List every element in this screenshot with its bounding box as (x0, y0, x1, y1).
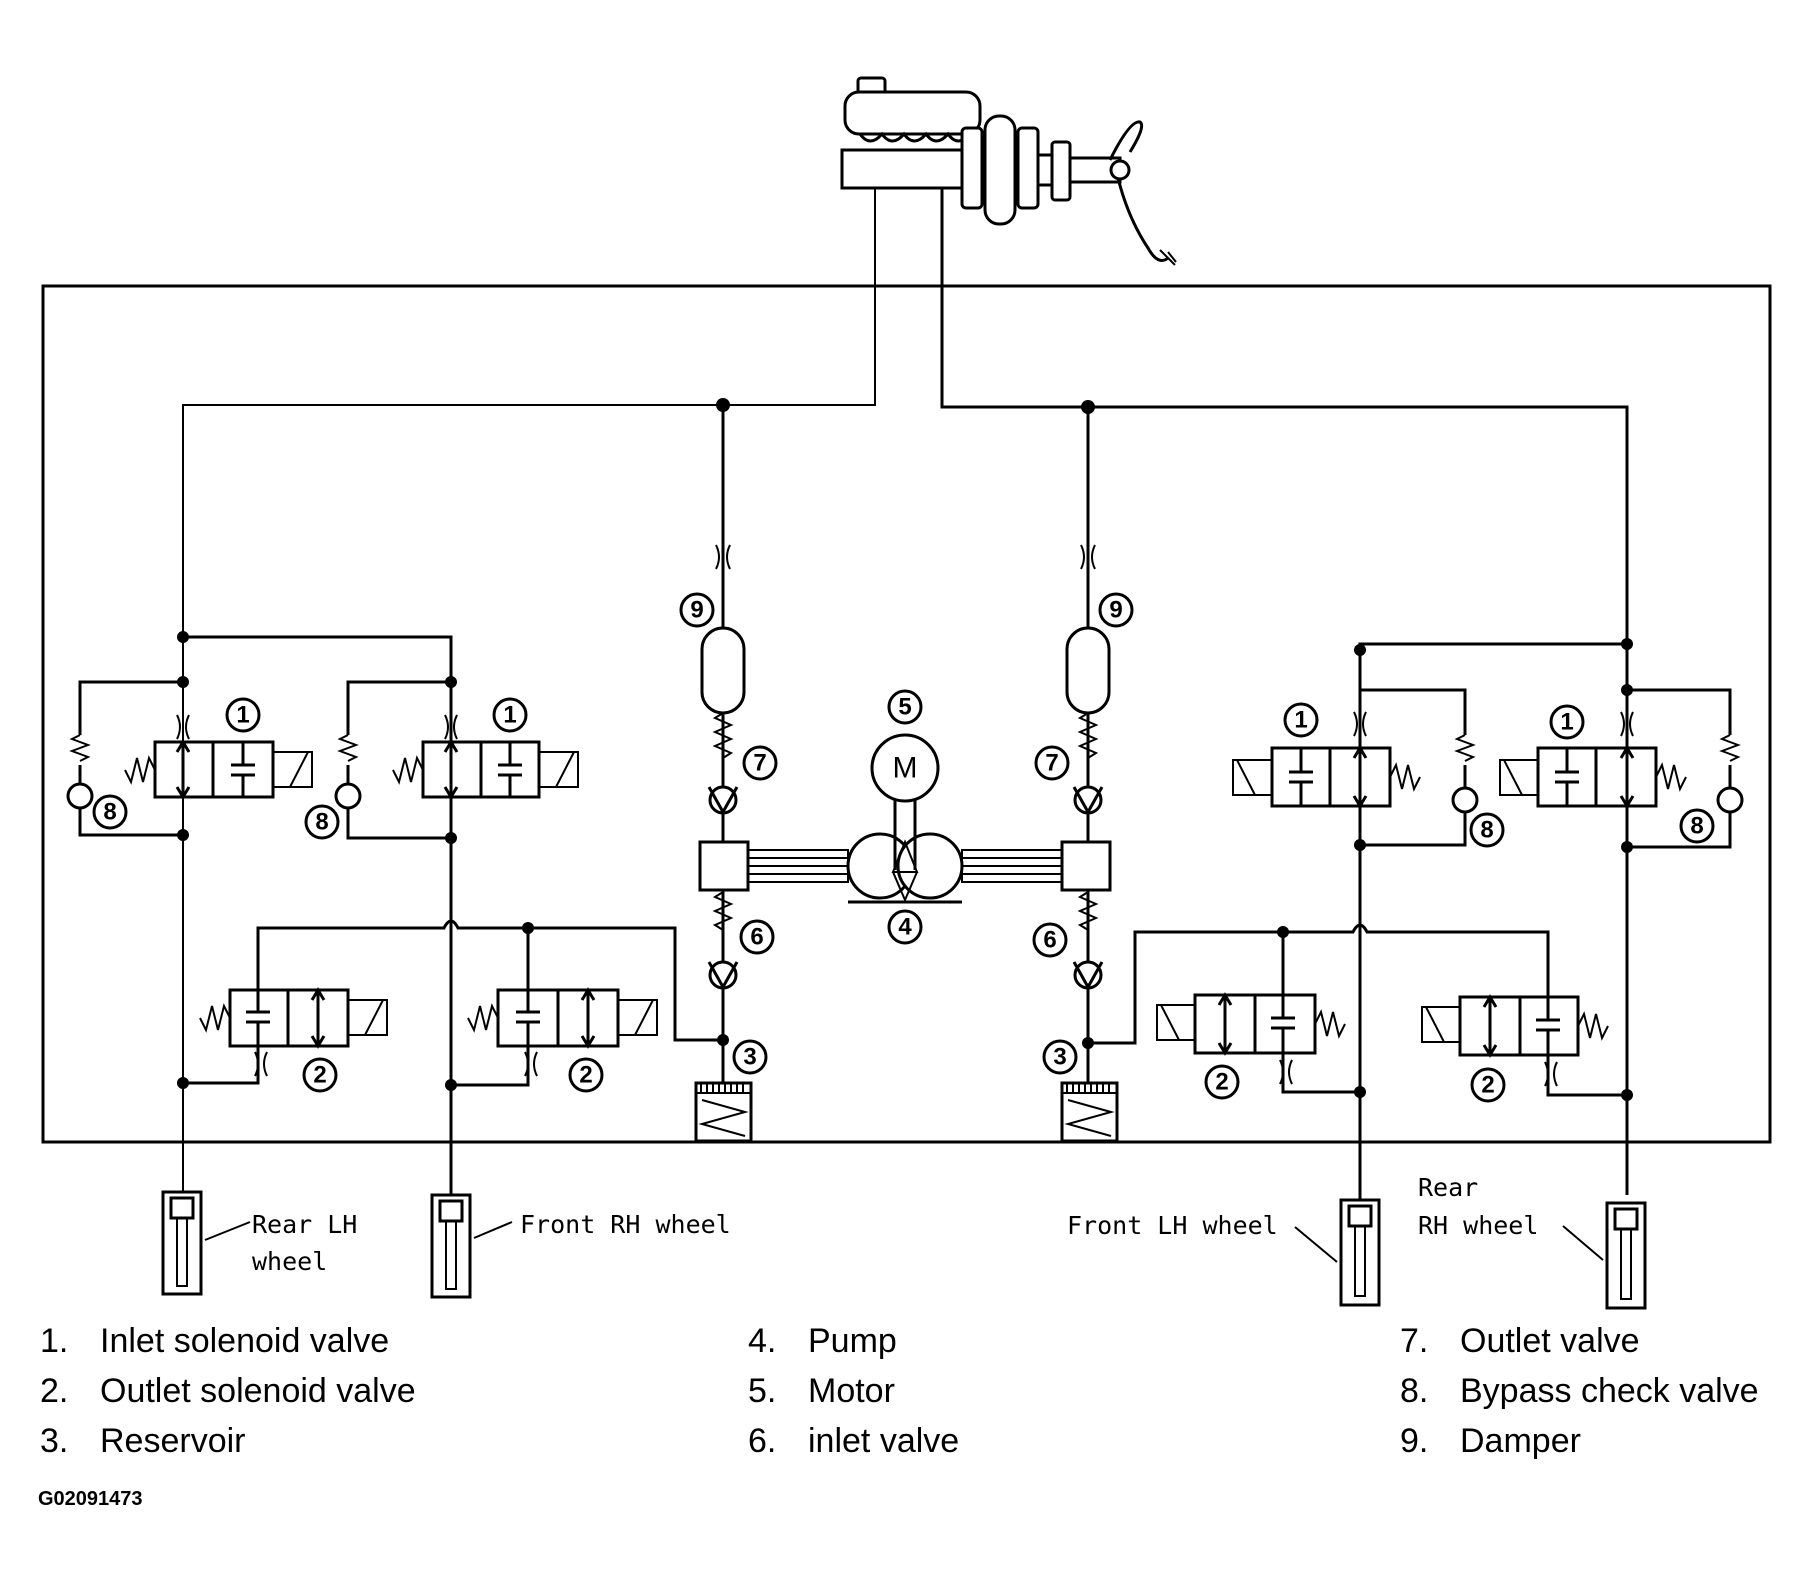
svg-text:6: 6 (1043, 927, 1056, 954)
marker-6-left: 6 (739, 919, 775, 955)
rear-rh-wheel-label-line1: Rear (1418, 1173, 1478, 1202)
marker-9-left: 9 (679, 592, 715, 628)
reservoirs (694, 1040, 1119, 1143)
marker-8-front-lh: 8 (1469, 812, 1505, 848)
legend-item: 2.Outlet solenoid valve (40, 1372, 416, 1410)
svg-text:7: 7 (1045, 750, 1058, 777)
legend-item: 7.Outlet valve (1400, 1322, 1640, 1360)
legend-item: 4.Pump (748, 1322, 897, 1360)
marker-8-rear-rh: 8 (1679, 808, 1715, 844)
legend-column-3: 7.Outlet valve 8.Bypass check valve 9.Da… (1400, 1316, 1759, 1466)
svg-text:2: 2 (313, 1062, 326, 1089)
front-lh-wheel-label: Front LH wheel (1067, 1211, 1278, 1240)
svg-text:2: 2 (1481, 1072, 1494, 1099)
bypass-check-valves (66, 680, 1744, 849)
inlet-solenoid-valve-rear-rh (1499, 711, 1687, 809)
svg-text:1: 1 (1294, 707, 1307, 734)
marker-4: 4 (887, 909, 923, 945)
svg-text:8: 8 (315, 809, 328, 836)
marker-1-front-rh: 1 (492, 697, 528, 733)
svg-text:6: 6 (750, 924, 763, 951)
master-cylinder-booster (840, 76, 1177, 266)
inlet-solenoid-valve-front-lh (1232, 711, 1421, 809)
inlet-solenoid-valve-rear-lh (124, 714, 313, 800)
marker-2-front-rh: 2 (568, 1057, 604, 1093)
svg-text:8: 8 (1480, 817, 1493, 844)
svg-text:8: 8 (103, 799, 116, 826)
marker-8-front-rh: 8 (304, 804, 340, 840)
marker-7-left: 7 (742, 745, 778, 781)
outlet-solenoid-valve-rear-rh (1421, 994, 1609, 1087)
svg-text:3: 3 (1053, 1044, 1066, 1071)
front-rh-wheel-label: Front RH wheel (520, 1210, 731, 1239)
legend-item: 6.inlet valve (748, 1422, 960, 1460)
pump-motor: M (698, 733, 1112, 904)
svg-text:3: 3 (743, 1044, 756, 1071)
legend-item: 1.Inlet solenoid valve (40, 1322, 390, 1360)
figure-id: G02091473 (38, 1488, 143, 1510)
legend-column-1: 1.Inlet solenoid valve 2.Outlet solenoid… (40, 1316, 416, 1466)
marker-6-right: 6 (1032, 922, 1068, 958)
marker-2-rear-lh: 2 (302, 1057, 338, 1093)
marker-7-right: 7 (1034, 745, 1070, 781)
legend-item: 5.Motor (748, 1372, 895, 1410)
svg-text:5: 5 (898, 694, 911, 721)
outlet-solenoid-valve-front-lh (1156, 992, 1346, 1085)
legend-item: 9.Damper (1400, 1422, 1581, 1460)
svg-text:2: 2 (579, 1062, 592, 1089)
number-markers: 1 1 1 1 2 2 2 2 3 3 4 5 6 6 7 7 8 8 8 8 … (92, 592, 1715, 1103)
svg-text:1: 1 (236, 702, 249, 729)
marker-3-right: 3 (1042, 1039, 1078, 1075)
marker-9-right: 9 (1098, 592, 1134, 628)
marker-8-rear-lh: 8 (92, 794, 128, 830)
marker-1-rear-rh: 1 (1549, 704, 1585, 740)
svg-text:1: 1 (503, 702, 516, 729)
marker-3-left: 3 (732, 1039, 768, 1075)
marker-1-front-lh: 1 (1283, 702, 1319, 738)
wheel-labels: Rear LH wheel Front RH wheel Front LH wh… (252, 1173, 1538, 1276)
svg-text:9: 9 (690, 597, 703, 624)
marker-5: 5 (887, 689, 923, 725)
svg-text:2: 2 (1215, 1069, 1228, 1096)
check-valves (707, 712, 1104, 991)
inlet-solenoid-valve-front-rh (392, 714, 579, 800)
svg-text:1: 1 (1560, 709, 1573, 736)
marker-1-rear-lh: 1 (225, 697, 261, 733)
marker-2-rear-rh: 2 (1470, 1067, 1506, 1103)
legend-item: 8.Bypass check valve (1400, 1372, 1759, 1410)
svg-text:4: 4 (898, 914, 912, 941)
hydraulic-unit-housing (41, 284, 1772, 1144)
wheel-cylinders (161, 1190, 1647, 1310)
svg-text:7: 7 (753, 750, 766, 777)
outlet-solenoid-valve-front-rh (467, 987, 658, 1077)
marker-2-front-lh: 2 (1204, 1064, 1240, 1100)
legend-column-2: 4.Pump 5.Motor 6.inlet valve (748, 1316, 959, 1466)
svg-text:9: 9 (1109, 597, 1122, 624)
rear-lh-wheel-label-line2: wheel (252, 1247, 327, 1276)
outlet-solenoid-valve-rear-lh (199, 987, 388, 1077)
return-lines (183, 919, 1627, 1097)
motor-symbol: M (893, 752, 918, 785)
dampers (700, 544, 1111, 715)
rear-lh-wheel-label-line1: Rear LH (252, 1210, 357, 1239)
svg-text:8: 8 (1690, 813, 1703, 840)
legend-item: 3.Reservoir (40, 1422, 246, 1460)
rear-rh-wheel-label-line2: RH wheel (1418, 1211, 1538, 1240)
